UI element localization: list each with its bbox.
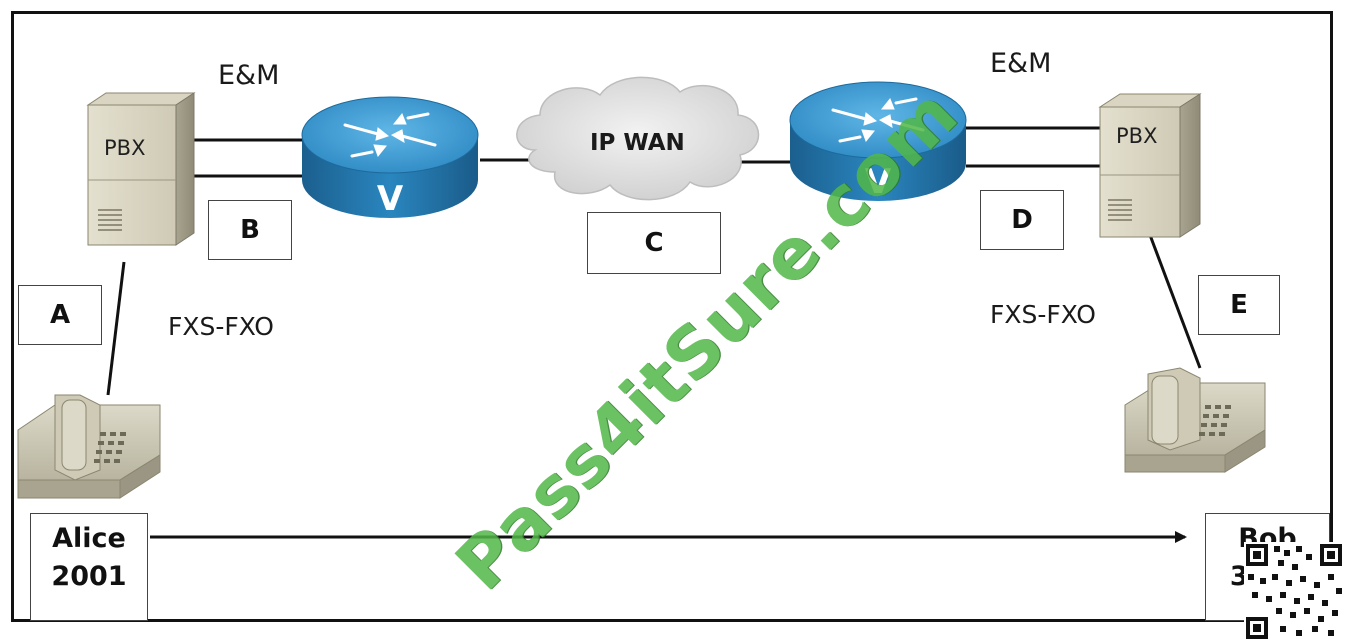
answer-box-b[interactable]: B <box>208 200 292 260</box>
left-phone-cord <box>106 261 126 396</box>
bob-name: Bob <box>1238 523 1297 554</box>
answer-box-e[interactable]: E <box>1198 275 1280 335</box>
answer-box-c[interactable]: C <box>587 212 721 274</box>
left-voice-router-icon: V <box>301 96 479 219</box>
right-pbx-icon <box>1098 93 1202 238</box>
left-pbx-icon <box>86 92 196 246</box>
svg-text:V: V <box>377 179 404 219</box>
svg-text:V: V <box>865 162 892 202</box>
answer-box-a[interactable]: A <box>18 285 102 345</box>
connection-lines <box>106 126 1202 543</box>
right-fxs-fxo-label: FXS-FXO <box>990 300 1096 329</box>
ip-wan-cloud-icon <box>516 76 760 201</box>
ip-wan-label: IP WAN <box>590 130 685 156</box>
right-pbx-label: PBX <box>1116 124 1158 148</box>
left-pbx-label: PBX <box>104 136 146 160</box>
alice-extension: 2001 <box>51 561 127 592</box>
right-em-label: E&M <box>990 48 1052 79</box>
left-fxs-fxo-label: FXS-FXO <box>168 312 274 341</box>
bob-user-box: Bob 3001 <box>1205 513 1330 621</box>
right-telephone-icon <box>1124 367 1266 473</box>
left-em-label: E&M <box>218 60 280 91</box>
right-voice-router-icon: V <box>789 81 967 202</box>
answer-box-d[interactable]: D <box>980 190 1064 250</box>
bob-extension: 3001 <box>1229 561 1306 592</box>
alice-name: Alice <box>52 523 126 554</box>
diagram-frame <box>11 11 1333 622</box>
right-phone-cord <box>1148 234 1202 369</box>
left-telephone-icon <box>17 394 161 499</box>
alice-user-box: Alice 2001 <box>30 513 148 621</box>
